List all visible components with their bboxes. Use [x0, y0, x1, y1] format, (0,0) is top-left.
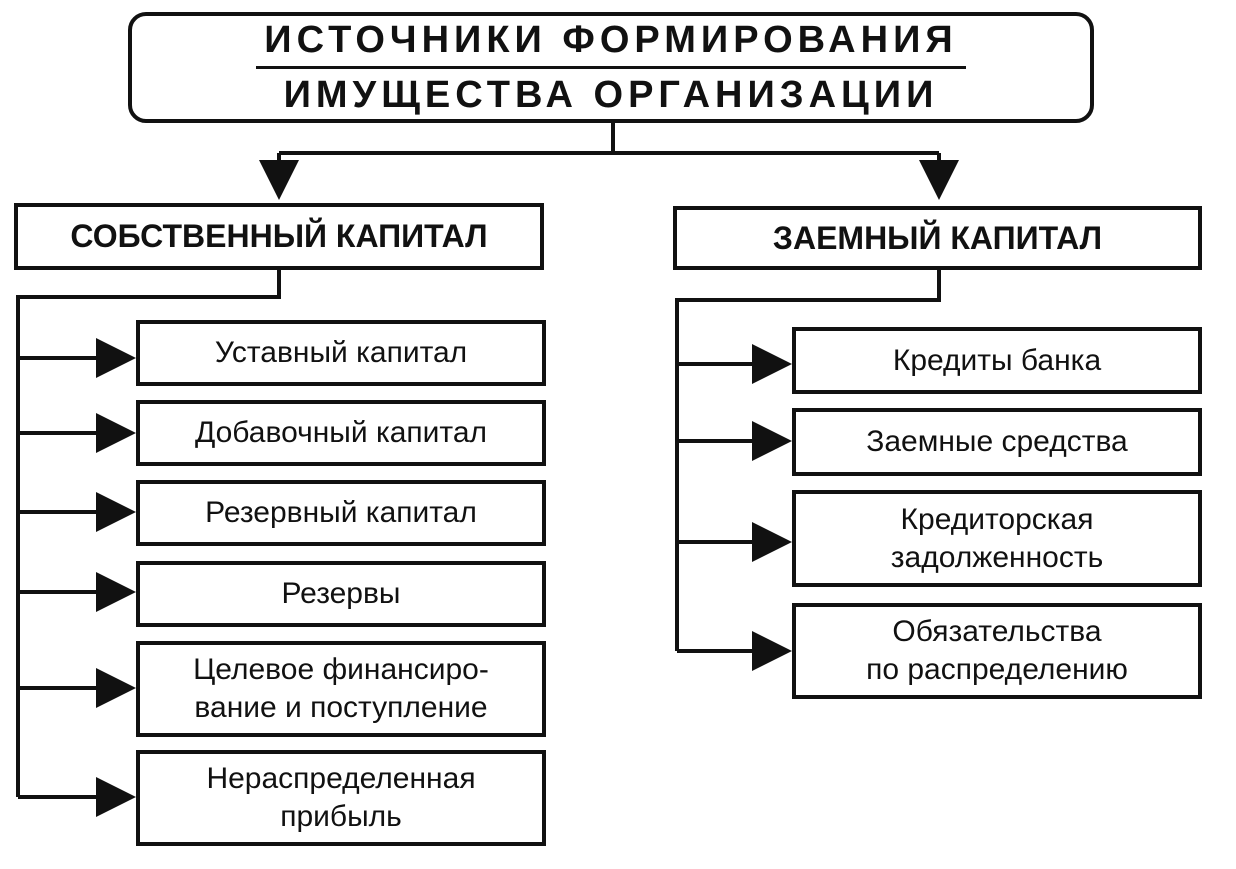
- borrowed-capital-item: Обязательства по распределению: [792, 603, 1202, 699]
- own-capital-item: Уставный капитал: [136, 320, 546, 386]
- own-capital-item: Целевое финансиро- вание и поступление: [136, 641, 546, 737]
- own-capital-title: СОБСТВЕННЫЙ КАПИТАЛ: [70, 218, 488, 254]
- item-label: Добавочный капитал: [194, 416, 488, 449]
- item-label-line-1: Кредиторская: [900, 502, 1094, 536]
- own-capital-item: Нераспределенная прибыль: [136, 750, 546, 846]
- borrowed-capital-spine: [675, 270, 941, 651]
- root-title-line-2: ИМУЩЕСТВА ОРГАНИЗАЦИИ: [283, 74, 939, 116]
- own-capital-item: Добавочный капитал: [136, 400, 546, 466]
- item-label-line-1: Целевое финансиро-: [193, 653, 489, 686]
- item-label-line-2: прибыль: [280, 800, 402, 833]
- own-capital-box: СОБСТВЕННЫЙ КАПИТАЛ: [14, 203, 544, 270]
- item-label-line-2: вание и поступление: [194, 691, 488, 724]
- own-capital-spine: [16, 270, 281, 797]
- item-label-line-1: Обязательства: [892, 615, 1102, 648]
- item-label: Кредиты банка: [892, 343, 1102, 377]
- item-label-line-2: задолженность: [890, 540, 1104, 574]
- item-label-line-2: по распределению: [866, 653, 1128, 686]
- item-label: Резервы: [281, 577, 401, 610]
- own-capital-item: Резервы: [136, 561, 546, 627]
- root-box: ИСТОЧНИКИ ФОРМИРОВАНИЯ ИМУЩЕСТВА ОРГАНИЗ…: [128, 12, 1094, 123]
- borrowed-capital-item: Заемные средства: [792, 408, 1202, 476]
- item-label: Заемные средства: [866, 425, 1128, 458]
- own-capital-item: Резервный капитал: [136, 480, 546, 546]
- borrowed-capital-box: ЗАЕМНЫЙ КАПИТАЛ: [673, 206, 1202, 270]
- root-title-line-1: ИСТОЧНИКИ ФОРМИРОВАНИЯ: [256, 18, 966, 69]
- borrowed-capital-item: Кредиторская задолженность: [792, 490, 1202, 587]
- item-label: Резервный капитал: [205, 496, 477, 529]
- item-label: Уставный капитал: [214, 336, 468, 369]
- item-label-line-1: Нераспределенная: [206, 762, 476, 795]
- borrowed-capital-title: ЗАЕМНЫЙ КАПИТАЛ: [772, 219, 1103, 256]
- borrowed-capital-item: Кредиты банка: [792, 327, 1202, 394]
